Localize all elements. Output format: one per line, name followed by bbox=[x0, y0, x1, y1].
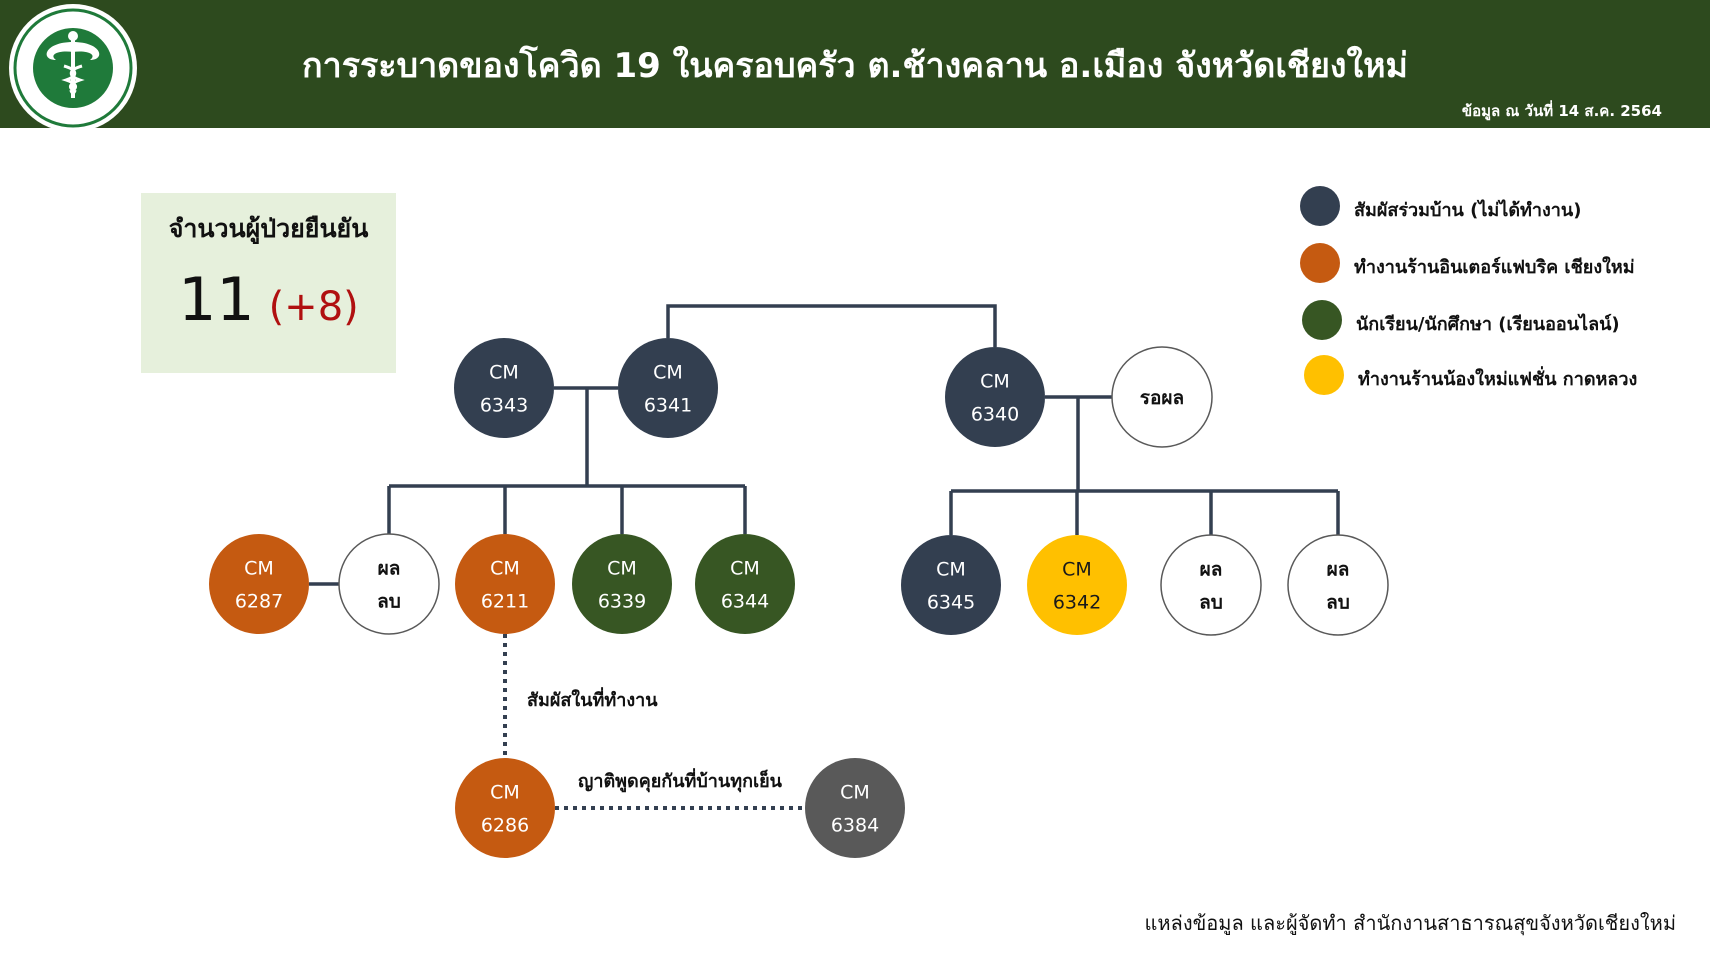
case-circle-n6342 bbox=[1027, 535, 1127, 635]
case-label-n6211-0: CM bbox=[490, 558, 520, 580]
case-circle-n6287 bbox=[209, 534, 309, 634]
ministry-logo-icon bbox=[9, 4, 137, 132]
case-label-n6342-0: CM bbox=[1062, 559, 1092, 581]
case-node-pending: รอผล bbox=[1111, 346, 1213, 448]
case-circle-n6345 bbox=[901, 535, 1001, 635]
case-label-neg1-1: ลบ bbox=[377, 591, 401, 613]
confirmed-count-label: จำนวนผู้ป่วยยืนยัน bbox=[168, 214, 369, 243]
case-label-n6286-0: CM bbox=[490, 782, 520, 804]
case-label-n6286-1: 6286 bbox=[481, 815, 529, 837]
legend-label-household: สัมผัสร่วมบ้าน (ไม่ได้ทำงาน) bbox=[1354, 200, 1582, 221]
source-note: แหล่งข้อมูล และผู้จัดทำ สำนักงานสาธารณสุ… bbox=[1144, 911, 1676, 935]
confirmed-count-box: จำนวนผู้ป่วยยืนยัน 11 (+8) bbox=[141, 193, 396, 373]
legend-dot-household bbox=[1300, 186, 1340, 226]
case-label-n6341-1: 6341 bbox=[644, 395, 692, 417]
case-label-n6344-0: CM bbox=[730, 558, 760, 580]
case-node-n6339: CM 6339 bbox=[572, 534, 672, 634]
confirmed-count-value: 11 bbox=[178, 265, 255, 335]
case-label-n6211-1: 6211 bbox=[481, 591, 529, 613]
case-label-n6341-0: CM bbox=[653, 362, 683, 384]
case-circle-n6340 bbox=[945, 347, 1045, 447]
case-node-n6340: CM 6340 bbox=[945, 347, 1045, 447]
case-node-n6341: CM 6341 bbox=[618, 338, 718, 438]
case-node-n6384: CM 6384 bbox=[805, 758, 905, 858]
case-circle-n6339 bbox=[572, 534, 672, 634]
case-node-n6343: CM 6343 bbox=[454, 338, 554, 438]
legend-dot-interbrick bbox=[1300, 243, 1340, 283]
legend-label-interbrick: ทำงานร้านอินเตอร์แฟบริค เชียงใหม่ bbox=[1354, 257, 1635, 278]
case-label-n6342-1: 6342 bbox=[1053, 592, 1101, 614]
header-bar: การระบาดของโควิด 19 ในครอบครัว ต.ช้างคลา… bbox=[0, 0, 1710, 132]
page-title: การระบาดของโควิด 19 ในครอบครัว ต.ช้างคลา… bbox=[302, 46, 1408, 86]
legend-label-student: นักเรียน/นักศึกษา (เรียนออนไลน์) bbox=[1356, 314, 1620, 335]
case-label-n6339-0: CM bbox=[607, 558, 637, 580]
case-label-neg3-0: ผล bbox=[1327, 559, 1350, 581]
legend-dot-nongmai bbox=[1304, 355, 1344, 395]
case-circle-neg2 bbox=[1160, 534, 1262, 636]
case-circle-n6211 bbox=[455, 534, 555, 634]
legend-label-nongmai: ทำงานร้านน้องใหม่แฟชั่น กาดหลวง bbox=[1358, 369, 1638, 390]
case-circle-n6286 bbox=[455, 758, 555, 858]
case-label-neg1-0: ผล bbox=[378, 558, 401, 580]
case-label-n6340-1: 6340 bbox=[971, 404, 1019, 426]
case-node-n6286: CM 6286 bbox=[455, 758, 555, 858]
case-circle-neg1 bbox=[338, 533, 440, 635]
case-circle-n6384 bbox=[805, 758, 905, 858]
case-label-n6344-1: 6344 bbox=[721, 591, 769, 613]
case-label-n6384-1: 6384 bbox=[831, 815, 879, 837]
case-node-n6287: CM 6287 bbox=[209, 534, 309, 634]
case-circle-neg3 bbox=[1287, 534, 1389, 636]
case-label-pending-0: รอผล bbox=[1140, 387, 1184, 409]
case-node-n6342: CM 6342 bbox=[1027, 535, 1127, 635]
case-label-n6343-0: CM bbox=[489, 362, 519, 384]
case-node-n6344: CM 6344 bbox=[695, 534, 795, 634]
case-label-n6340-0: CM bbox=[980, 371, 1010, 393]
case-label-n6339-1: 6339 bbox=[598, 591, 646, 613]
links-layer: สัมผัสในที่ทำงานญาติพูดคุยกันที่บ้านทุกเ… bbox=[309, 304, 1340, 810]
case-label-n6345-0: CM bbox=[936, 559, 966, 581]
confirmed-count-row: 11 (+8) bbox=[141, 265, 396, 335]
case-label-neg2-0: ผล bbox=[1200, 559, 1223, 581]
contact-label-n6286-n6384: ญาติพูดคุยกันที่บ้านทุกเย็น bbox=[578, 768, 783, 793]
sibling-link-n6341-n6340 bbox=[666, 304, 997, 347]
nodes-layer: CM6343CM6341CM6340รอผลCM6287ผลลบCM6211CM… bbox=[209, 338, 1389, 858]
confirmed-count-delta: (+8) bbox=[268, 284, 359, 330]
case-circle-n6343 bbox=[454, 338, 554, 438]
case-label-neg3-1: ลบ bbox=[1326, 592, 1350, 614]
case-label-n6345-1: 6345 bbox=[927, 592, 975, 614]
legend-dot-student bbox=[1302, 300, 1342, 340]
case-label-n6343-1: 6343 bbox=[480, 395, 528, 417]
contact-label-n6211-n6286: สัมผัสในที่ทำงาน bbox=[527, 687, 658, 711]
case-label-n6287-1: 6287 bbox=[235, 591, 283, 613]
data-date-note: ข้อมูล ณ วันที่ 14 ส.ค. 2564 bbox=[1461, 102, 1662, 120]
case-label-neg2-1: ลบ bbox=[1199, 592, 1223, 614]
case-circle-pending bbox=[1111, 346, 1213, 448]
case-label-n6384-0: CM bbox=[840, 782, 870, 804]
case-circle-n6341 bbox=[618, 338, 718, 438]
case-node-n6345: CM 6345 bbox=[901, 535, 1001, 635]
case-node-n6211: CM 6211 bbox=[455, 534, 555, 634]
case-label-n6287-0: CM bbox=[244, 558, 274, 580]
case-circle-n6344 bbox=[695, 534, 795, 634]
